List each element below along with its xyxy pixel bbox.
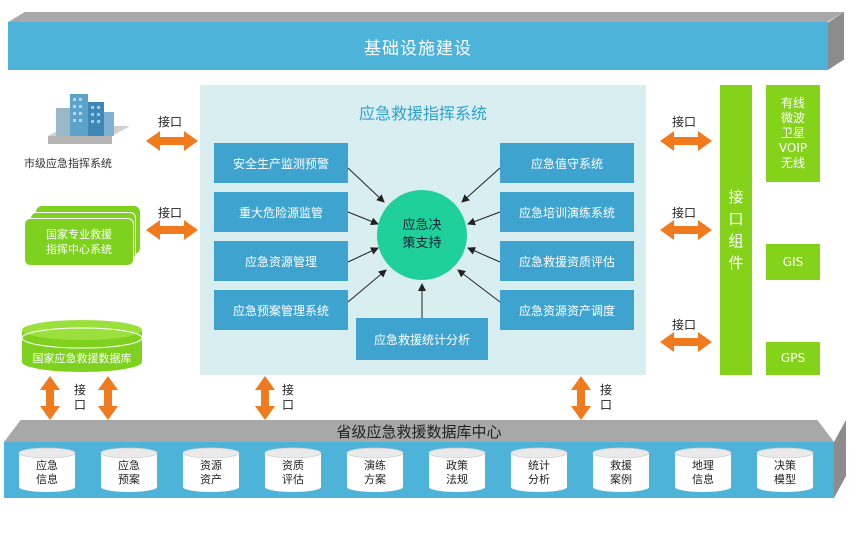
- cylinder-icon: [100, 447, 158, 492]
- database-item-label: 地理信息: [674, 447, 732, 493]
- interface-component-column: 接 口 组 件: [720, 85, 752, 375]
- database-item-line: 方案: [364, 473, 386, 486]
- building-icon: [48, 94, 130, 144]
- database-item-label: 应急预案: [100, 447, 158, 493]
- national-database-label: 国家应急救援数据库: [32, 352, 132, 365]
- database-item-line: 资产: [200, 473, 222, 486]
- national-rescue-center-box: 国家专业救援 指挥中心系统: [24, 218, 134, 266]
- database-item-line: 应急: [118, 459, 140, 472]
- database-item-line: 案例: [610, 473, 632, 486]
- database-item-line: 地理: [692, 459, 714, 472]
- database-item-label: 资源资产: [182, 447, 240, 493]
- component-char: 组: [728, 232, 744, 250]
- core-line-1: 应急决: [402, 218, 442, 233]
- interface-char: 接: [74, 383, 87, 397]
- database-item-label: 政策法规: [428, 447, 486, 493]
- database-item-line: 法规: [446, 473, 468, 486]
- interface-label: 接口: [672, 115, 697, 129]
- interface-label: 接口: [158, 115, 183, 129]
- interface-label: 接口: [158, 206, 183, 220]
- network-wired: 有线: [780, 96, 805, 110]
- province-db-slab-top: [4, 420, 834, 442]
- province-db-slab-side: [834, 420, 846, 498]
- infrastructure-slab-side: [828, 12, 844, 70]
- module-asset-dispatch: 应急资源资产调度: [500, 290, 634, 330]
- database-item-line: 统计: [528, 459, 550, 472]
- gis-box: GIS: [766, 244, 820, 280]
- interface-char: 口: [74, 398, 87, 412]
- gps-box: GPS: [766, 342, 820, 375]
- database-item-line: 应急: [36, 459, 58, 472]
- module-training-drill: 应急培训演练系统: [500, 192, 634, 232]
- interface-label: 接口: [672, 318, 697, 332]
- database-item-line: 分析: [528, 473, 550, 486]
- component-char: 接: [728, 188, 744, 206]
- interface-char: 口: [600, 398, 613, 412]
- module-plan-management: 应急预案管理系统: [214, 290, 348, 330]
- module-duty-system: 应急值守系统: [500, 143, 634, 183]
- infrastructure-slab: [8, 22, 828, 70]
- cylinder-icon: [346, 447, 404, 492]
- interface-label-vertical: 接 口: [600, 383, 612, 413]
- network-wireless: 无线: [780, 156, 805, 170]
- interface-label-vertical: 接 口: [282, 383, 294, 413]
- cylinder-icon: [18, 447, 76, 492]
- database-item-line: 决策: [774, 459, 796, 472]
- database-item-label: 应急信息: [18, 447, 76, 493]
- cylinder-icon: [510, 447, 568, 492]
- database-item-label: 救援案例: [592, 447, 650, 493]
- module-resource-management: 应急资源管理: [214, 241, 348, 281]
- cylinder-icon: [182, 447, 240, 492]
- database-item-line: 信息: [36, 473, 58, 486]
- interface-char: 接: [282, 383, 295, 397]
- province-db-title: 省级应急救援数据库中心: [336, 423, 502, 441]
- database-item-line: 信息: [692, 473, 714, 486]
- interface-char: 接: [600, 383, 613, 397]
- interface-label: 接口: [672, 206, 697, 220]
- interface-char: 口: [282, 398, 295, 412]
- database-item-label: 演练方案: [346, 447, 404, 493]
- infrastructure-title: 基础设施建设: [364, 38, 472, 59]
- module-statistics-analysis: 应急救援统计分析: [356, 318, 488, 360]
- core-line-2: 策支持: [402, 236, 442, 251]
- cylinder-icon: [264, 447, 322, 492]
- database-item-line: 政策: [446, 459, 468, 472]
- network-microwave: 微波: [780, 111, 805, 125]
- national-center-line-2: 指挥中心系统: [46, 243, 112, 256]
- database-item-line: 预案: [118, 473, 140, 486]
- network-satellite: 卫星: [780, 126, 805, 140]
- database-item-label: 统计分析: [510, 447, 568, 493]
- decision-support-core: 应急决 策支持: [377, 190, 467, 280]
- cylinder-icon: [756, 447, 814, 492]
- database-cylinder-icon: [21, 320, 143, 372]
- cylinder-icon: [674, 447, 732, 492]
- interface-label-vertical: 接 口: [74, 383, 86, 413]
- network-voip: VOIP: [778, 141, 808, 155]
- database-item-label: 决策模型: [756, 447, 814, 493]
- module-hazard-supervision: 重大危险源监管: [214, 192, 348, 232]
- database-item-line: 演练: [364, 459, 386, 472]
- city-command-system-label: 市级应急指挥系统: [24, 157, 112, 170]
- database-item-line: 模型: [774, 473, 796, 486]
- database-item-label: 资质评估: [264, 447, 322, 493]
- database-item-line: 资源: [200, 459, 222, 472]
- component-char: 口: [728, 210, 744, 228]
- cylinder-icon: [592, 447, 650, 492]
- database-item-line: 救援: [610, 459, 632, 472]
- network-types-box: 有线 微波 卫星 VOIP 无线: [766, 85, 820, 182]
- database-item-line: 评估: [282, 473, 304, 486]
- module-safety-monitoring: 安全生产监测预警: [214, 143, 348, 183]
- command-system-title: 应急救援指挥系统: [358, 104, 487, 123]
- national-center-line-1: 国家专业救援: [46, 228, 112, 241]
- module-qualification-assessment: 应急救援资质评估: [500, 241, 634, 281]
- database-item-line: 资质: [282, 459, 304, 472]
- infrastructure-slab-top: [8, 12, 844, 22]
- cylinder-icon: [428, 447, 486, 492]
- component-char: 件: [728, 254, 744, 272]
